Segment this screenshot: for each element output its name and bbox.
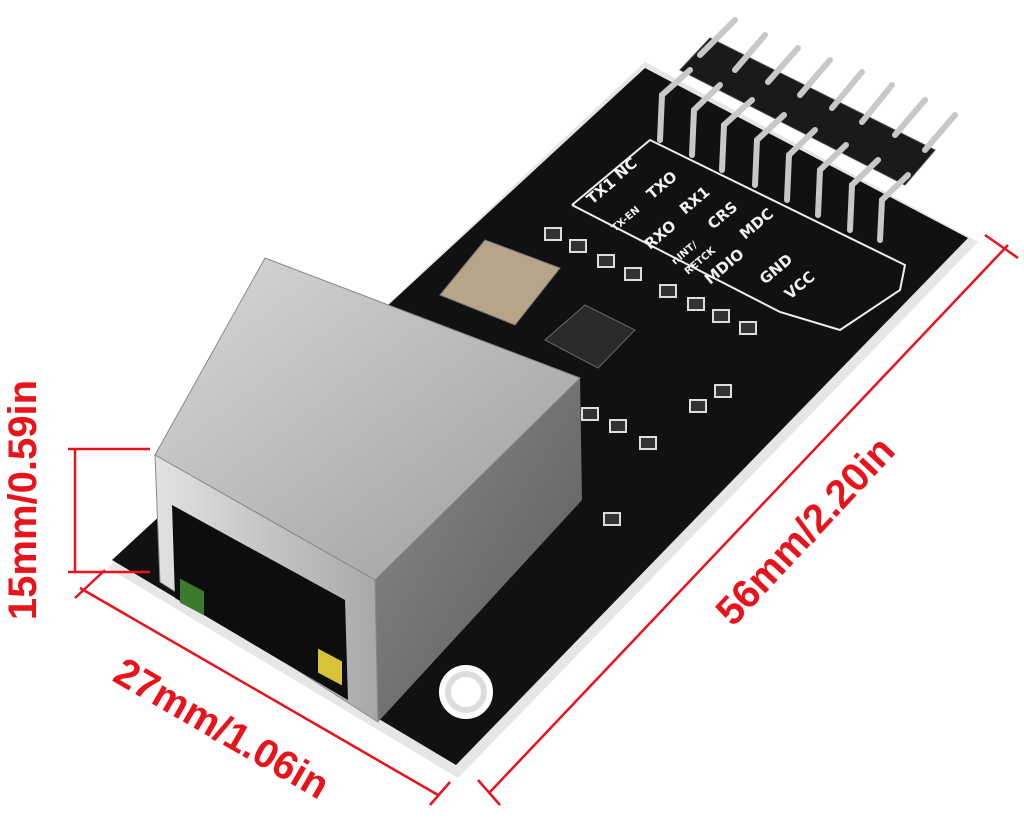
height-label: 15mm/0.59in bbox=[1, 380, 45, 620]
dimension-length bbox=[477, 233, 1019, 806]
ic-chip bbox=[544, 304, 636, 369]
dimension-width bbox=[74, 569, 451, 806]
dimension-height bbox=[68, 447, 150, 574]
silkscreen-outline bbox=[571, 138, 907, 332]
rj45-port-opening bbox=[172, 505, 348, 700]
crystal-oscillator bbox=[439, 239, 561, 326]
led-yellow bbox=[318, 648, 342, 686]
led-green bbox=[180, 578, 204, 616]
smd-components bbox=[544, 227, 757, 526]
rj45-jack bbox=[154, 257, 582, 723]
pin-header bbox=[657, 17, 958, 243]
